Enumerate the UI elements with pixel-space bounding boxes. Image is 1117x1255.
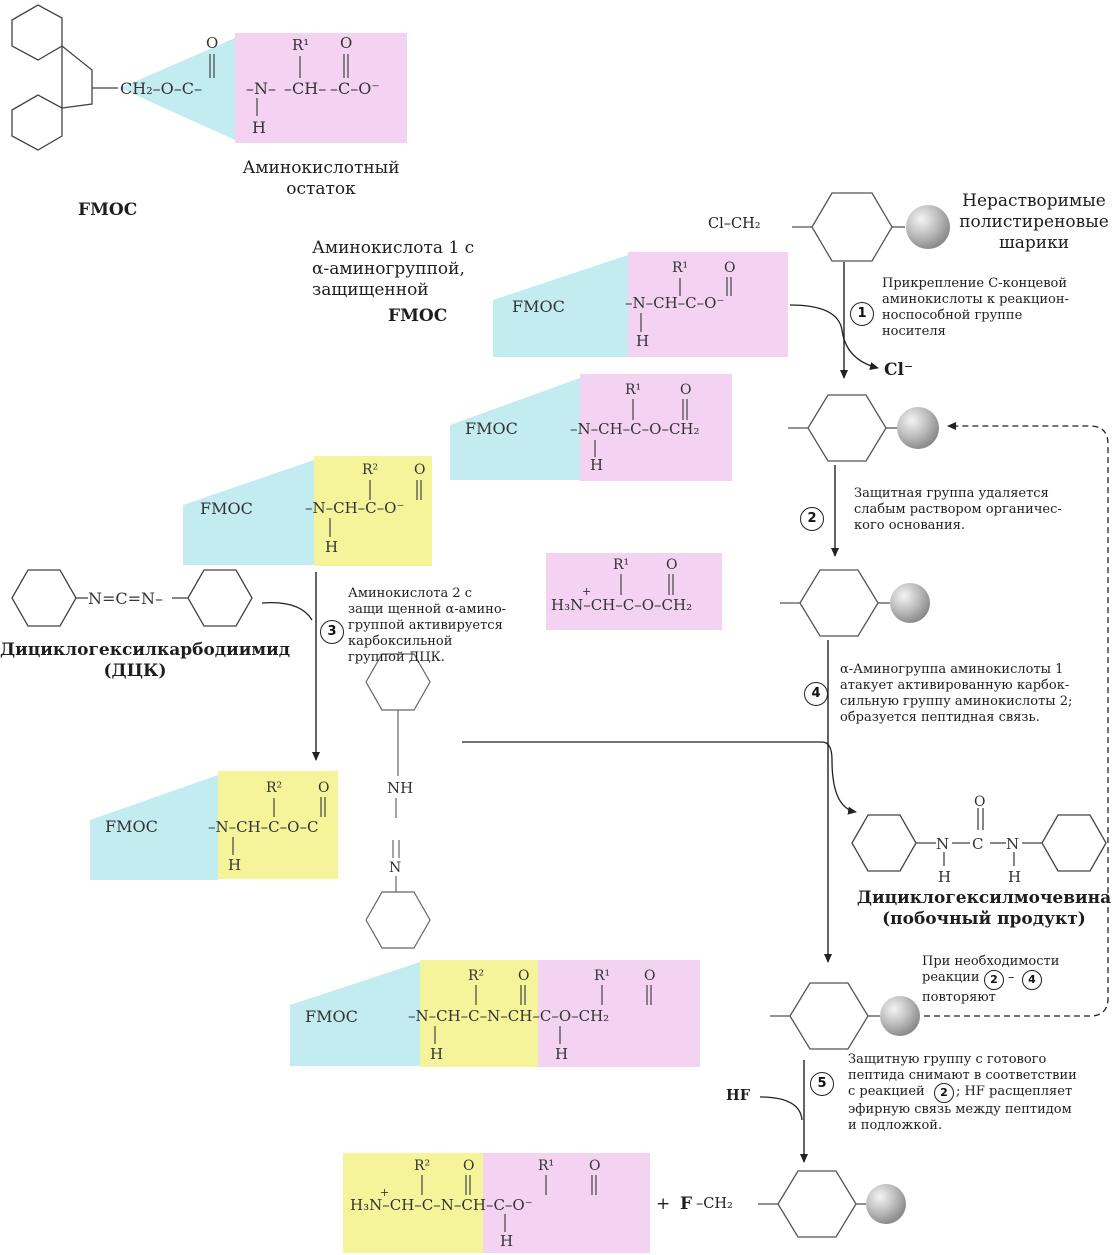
dcu-label: Дициклогексилмочевина (побочный продукт) <box>856 888 1112 929</box>
fluorene-ring <box>11 4 118 151</box>
step-1-marker: 1 <box>850 302 874 326</box>
svg-text:H: H <box>228 856 241 874</box>
svg-text:–C–O⁻: –C–O⁻ <box>330 79 380 98</box>
residue-shade-header <box>235 33 407 143</box>
chloride-label: Cl⁻ <box>884 360 913 380</box>
svg-text:H: H <box>430 1045 443 1063</box>
step-4-text: α-Аминогруппа аминокислоты 1 атакует акт… <box>840 662 1073 725</box>
aa1-label: Аминокислота 1 с α-аминогруппой, защищен… <box>312 238 475 300</box>
hf-label: HF <box>726 1087 750 1104</box>
svg-text:FMOC: FMOC <box>105 817 158 836</box>
svg-text:+: + <box>582 585 591 598</box>
svg-text:FMOC: FMOC <box>512 297 565 316</box>
step-1-text: Прикрепление С-концевой аминокислоты к р… <box>882 276 1069 339</box>
bead-1 <box>906 205 950 249</box>
bead-3 <box>890 583 930 623</box>
svg-text:R¹: R¹ <box>292 36 309 54</box>
svg-text:H: H <box>590 456 603 474</box>
step-4-marker: 4 <box>804 682 828 706</box>
svg-text:R¹: R¹ <box>538 1158 554 1174</box>
svg-text:H: H <box>325 538 338 556</box>
svg-text:O: O <box>666 557 677 573</box>
svg-text:R²: R² <box>266 780 282 796</box>
bead-4 <box>880 996 920 1036</box>
svg-text:CH₂–O–C–: CH₂–O–C– <box>120 79 202 98</box>
svg-text:O: O <box>974 794 985 810</box>
svg-text:R¹: R¹ <box>672 260 688 276</box>
svg-text:N: N <box>1006 835 1019 853</box>
svg-text:FMOC: FMOC <box>305 1007 358 1026</box>
svg-text:–N–CH–C–N–CH–C–O–CH₂: –N–CH–C–N–CH–C–O–CH₂ <box>408 1007 609 1025</box>
repeat-to-marker: 4 <box>1022 970 1042 990</box>
svg-text:H: H <box>636 332 649 350</box>
step-3-marker: 3 <box>320 620 344 644</box>
cl-ch2: Cl–CH₂ <box>708 216 761 232</box>
svg-text:O: O <box>724 260 735 276</box>
f-ch2: –CH₂ <box>696 1196 733 1212</box>
svg-text:R²: R² <box>468 968 484 984</box>
step-3-text: Аминокислота 2 с защи щенной α-амино- гр… <box>348 586 507 665</box>
step-5-marker: 5 <box>810 1072 834 1096</box>
repeat-from-marker: 2 <box>984 970 1004 990</box>
plus-sign: + <box>656 1194 671 1214</box>
benzene-ring-1 <box>792 192 905 262</box>
svg-text:O: O <box>318 780 329 796</box>
svg-text:FMOC: FMOC <box>465 419 518 438</box>
step-2-text: Защитная группа удаляется слабым раствор… <box>854 486 1062 533</box>
svg-text:O: O <box>206 34 218 52</box>
svg-text:O: O <box>518 968 529 984</box>
svg-text:O: O <box>644 968 655 984</box>
svg-text:R²: R² <box>414 1158 430 1174</box>
svg-text:O: O <box>414 462 425 478</box>
residue-label: Аминокислотный остаток <box>242 158 400 199</box>
fmoc-shade-header <box>120 38 235 140</box>
svg-text:O: O <box>463 1158 474 1174</box>
beads-label: Нерастворимые полистиреновые шарики <box>959 191 1109 253</box>
step-5-ref-marker: 2 <box>934 1083 954 1103</box>
svg-text:H: H <box>555 1045 568 1063</box>
svg-text:–N–: –N– <box>246 79 276 98</box>
svg-text:O: O <box>680 382 691 398</box>
svg-text:N=C=N–: N=C=N– <box>88 589 163 608</box>
svg-text:O: O <box>589 1158 600 1174</box>
repeat-note: При необходимости реакции 2 – 4 повторяю… <box>922 954 1060 1005</box>
svg-text:–N–CH–C–O⁻: –N–CH–C–O⁻ <box>305 499 404 517</box>
svg-text:R¹: R¹ <box>625 382 641 398</box>
svg-text:C: C <box>972 835 983 853</box>
svg-text:H: H <box>938 868 951 886</box>
svg-text:R²: R² <box>362 462 378 478</box>
bead-2 <box>897 407 939 449</box>
aa1-fmoc-label: FMOC <box>388 306 448 326</box>
svg-text:R¹: R¹ <box>594 968 610 984</box>
fluoride-f: F <box>680 1194 693 1214</box>
svg-text:H: H <box>1008 868 1021 886</box>
svg-text:–N–CH–C–O–C: –N–CH–C–O–C <box>208 818 318 836</box>
svg-text:N: N <box>936 835 949 853</box>
svg-text:–CH–: –CH– <box>284 79 326 98</box>
dcc-label: Дициклогексилкарбодиимид (ДЦК) <box>0 640 291 681</box>
svg-text:–N–CH–C–O⁻: –N–CH–C–O⁻ <box>625 294 724 312</box>
dcc-structure <box>11 569 253 627</box>
svg-text:H₃N–CH–C–O–CH₂: H₃N–CH–C–O–CH₂ <box>551 596 692 614</box>
step-2-marker: 2 <box>800 507 824 531</box>
svg-text:R¹: R¹ <box>613 557 629 573</box>
svg-text:H: H <box>500 1232 513 1250</box>
dcu-structure <box>851 808 1107 872</box>
svg-text:N: N <box>389 860 401 876</box>
svg-text:FMOC: FMOC <box>200 499 253 518</box>
svg-text:–N–CH–C–O–CH₂: –N–CH–C–O–CH₂ <box>570 420 700 438</box>
svg-text:H: H <box>252 118 266 137</box>
svg-text:O: O <box>340 34 352 52</box>
fmoc-label: FMOC <box>78 200 138 220</box>
bead-5 <box>866 1184 906 1224</box>
step-5-text: Защитную группу с готового пептида снима… <box>848 1052 1077 1133</box>
svg-text:+: + <box>380 1186 389 1199</box>
svg-text:H₃N–CH–C–N–CH–C–O⁻: H₃N–CH–C–N–CH–C–O⁻ <box>350 1196 533 1214</box>
svg-text:NH: NH <box>387 779 413 797</box>
